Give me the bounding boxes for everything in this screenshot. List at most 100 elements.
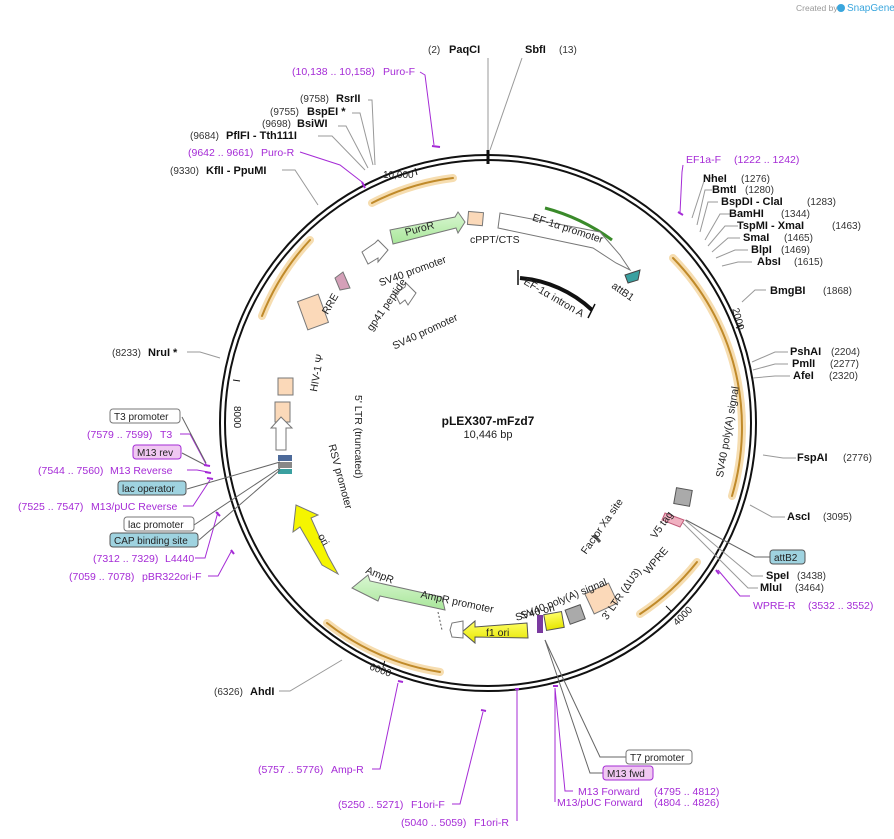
primer-l4440: L4440 xyxy=(165,553,194,565)
credit-brand: SnapGene xyxy=(847,3,894,14)
primer-range-ef1a-f: (1222 .. 1242) xyxy=(734,154,799,166)
enzyme-tspmi-xmai: TspMI - XmaI xyxy=(737,220,804,232)
plasmid-size: 10,446 bp xyxy=(464,429,513,441)
boxed-labels: T3 promoter M13 rev lac operator lac pro… xyxy=(109,408,806,781)
enzyme-labels: (2) PaqCI SbfI (13) (9758) RsrII (9755) … xyxy=(112,44,872,698)
plasmid-name: pLEX307-mFzd7 xyxy=(442,414,535,428)
primer-m13puc-reverse: M13/pUC Reverse xyxy=(91,501,178,513)
enzyme-smai: SmaI xyxy=(743,232,769,244)
orange-arcs xyxy=(258,174,746,676)
enzyme-pos-bsiwi: (9698) xyxy=(262,119,291,130)
feature-sv40-promoter-2: SV40 promoter xyxy=(391,311,461,352)
primer-m13-forward: M13 Forward xyxy=(578,786,640,798)
box-t3-promoter: T3 promoter xyxy=(114,412,169,423)
feature-5ltr: 5' LTR (truncated) xyxy=(352,395,364,479)
enzyme-pos-asci: (3095) xyxy=(823,512,852,523)
enzyme-pos-fspai: (2776) xyxy=(843,453,872,464)
primer-range-f1ori-f: (5250 .. 5271) xyxy=(338,799,403,811)
enzyme-pos-pmli: (2277) xyxy=(830,359,859,370)
box-m13-fwd: M13 fwd xyxy=(607,769,645,780)
feature-wpre: WPRE xyxy=(641,545,670,577)
feature-rre: RRE xyxy=(320,291,341,316)
primer-labels: (10,138 .. 10,158) Puro-F (9642 .. 9661)… xyxy=(18,66,873,829)
primer-range-l4440: (7312 .. 7329) xyxy=(93,553,158,565)
snapgene-logo-icon xyxy=(837,4,845,12)
enzyme-bspdi-clai: BspDI - ClaI xyxy=(721,196,783,208)
feature-f1-ori: f1 ori xyxy=(486,627,509,639)
enzyme-pos-absi: (1615) xyxy=(794,257,823,268)
primer-m13-reverse: M13 Reverse xyxy=(110,465,173,477)
feature-attb1: attB1 xyxy=(609,280,636,304)
enzyme-absi: AbsI xyxy=(757,256,781,268)
tick-2000: 2000 xyxy=(729,307,745,332)
primer-m13puc-forward: M13/pUC Forward xyxy=(557,797,643,809)
tick-8000: 8000 xyxy=(231,406,242,429)
enzyme-asci: AscI xyxy=(787,511,810,523)
enzyme-pos-bspdi: (1283) xyxy=(807,197,836,208)
enzyme-spei: SpeI xyxy=(766,570,789,582)
enzyme-pos-nhei: (1276) xyxy=(741,174,770,185)
enzyme-pos-kfli: (9330) xyxy=(170,166,199,177)
primer-range-puro-f: (10,138 .. 10,158) xyxy=(292,66,375,78)
primer-wpre-r: WPRE-R xyxy=(753,600,796,612)
enzyme-pos-blpi: (1469) xyxy=(781,245,810,256)
enzyme-pos-pshai: (2204) xyxy=(831,347,860,358)
feature-ampr-promoter: AmpR promoter xyxy=(420,589,495,616)
enzyme-pos-sbfi: (13) xyxy=(559,45,577,56)
feature-factor-xa: Factor Xa site xyxy=(579,496,626,556)
enzyme-pos-bmgbi: (1868) xyxy=(823,286,852,297)
enzyme-rsrii: RsrII xyxy=(336,93,360,105)
enzyme-bspei: BspEI * xyxy=(307,106,346,118)
enzyme-pos-smai: (1465) xyxy=(784,233,813,244)
enzyme-kfli-ppumi: KflI - PpuMI xyxy=(206,165,267,177)
enzyme-bmgbi: BmgBI xyxy=(770,285,805,297)
primer-pbr322ori-f: pBR322ori-F xyxy=(142,571,202,583)
box-lac-promoter: lac promoter xyxy=(128,520,184,531)
enzyme-pos-bspei: (9755) xyxy=(270,107,299,118)
primer-puro-r: Puro-R xyxy=(261,147,295,159)
enzyme-fspai: FspAI xyxy=(797,452,828,464)
enzyme-pmli: PmlI xyxy=(792,358,815,370)
box-lac-operator: lac operator xyxy=(122,484,175,495)
tick-6000: 6000 xyxy=(368,662,393,680)
feature-cppt: cPPT/CTS xyxy=(470,234,520,246)
box-attb2: attB2 xyxy=(774,553,798,564)
enzyme-pos-paqci: (2) xyxy=(428,45,440,56)
enzyme-pos-ahdi: (6326) xyxy=(214,687,243,698)
enzyme-pos-afei: (2320) xyxy=(829,371,858,382)
primer-range-amp-r: (5757 .. 5776) xyxy=(258,764,323,776)
primer-range-m13puc-reverse: (7525 .. 7547) xyxy=(18,501,83,513)
feature-hiv-psi: HIV-1 Ψ xyxy=(308,353,326,393)
enzyme-bmti: BmtI xyxy=(712,184,736,196)
feature-ori: ori xyxy=(315,532,331,548)
ef1a-intron-bar xyxy=(519,276,594,312)
enzyme-pos-rsrii: (9758) xyxy=(300,94,329,105)
enzyme-nhei: NheI xyxy=(703,173,727,185)
primer-f1ori-f: F1ori-F xyxy=(411,799,445,811)
enzyme-bsiwi: BsiWI xyxy=(297,118,328,130)
primer-range-wpre-r: (3532 .. 3552) xyxy=(808,600,873,612)
primer-range-puro-r: (9642 .. 9661) xyxy=(188,147,253,159)
enzyme-pshai: PshAI xyxy=(790,346,821,358)
box-leaders xyxy=(181,416,770,774)
credit-text: Created by xyxy=(796,3,838,13)
primer-marks xyxy=(203,181,720,712)
primer-ef1a-f: EF1a-F xyxy=(686,154,721,166)
enzyme-pos-bmti: (1280) xyxy=(745,185,774,196)
box-m13-rev: M13 rev xyxy=(137,448,173,459)
primer-range-m13-forward: (4795 .. 4812) xyxy=(654,786,719,798)
primer-leaders xyxy=(180,71,750,821)
enzyme-paqci: PaqCI xyxy=(449,44,480,56)
enzyme-sbfi: SbfI xyxy=(525,44,546,56)
tick-10000: 10,000 xyxy=(383,170,414,181)
enzyme-ahdi: AhdI xyxy=(250,686,274,698)
enzyme-leaders xyxy=(187,57,796,692)
enzyme-afei: AfeI xyxy=(793,370,814,382)
enzyme-pos-nrui: (8233) xyxy=(112,348,141,359)
feature-sv40-promoter-1: SV40 promoter xyxy=(377,254,448,290)
enzyme-nrui: NruI * xyxy=(148,347,178,359)
primer-range-m13puc-forward: (4804 .. 4826) xyxy=(654,797,719,809)
enzyme-pflfi-tth111i: PflFI - Tth111I xyxy=(226,130,297,142)
enzyme-pos-bamhi: (1344) xyxy=(781,209,810,220)
